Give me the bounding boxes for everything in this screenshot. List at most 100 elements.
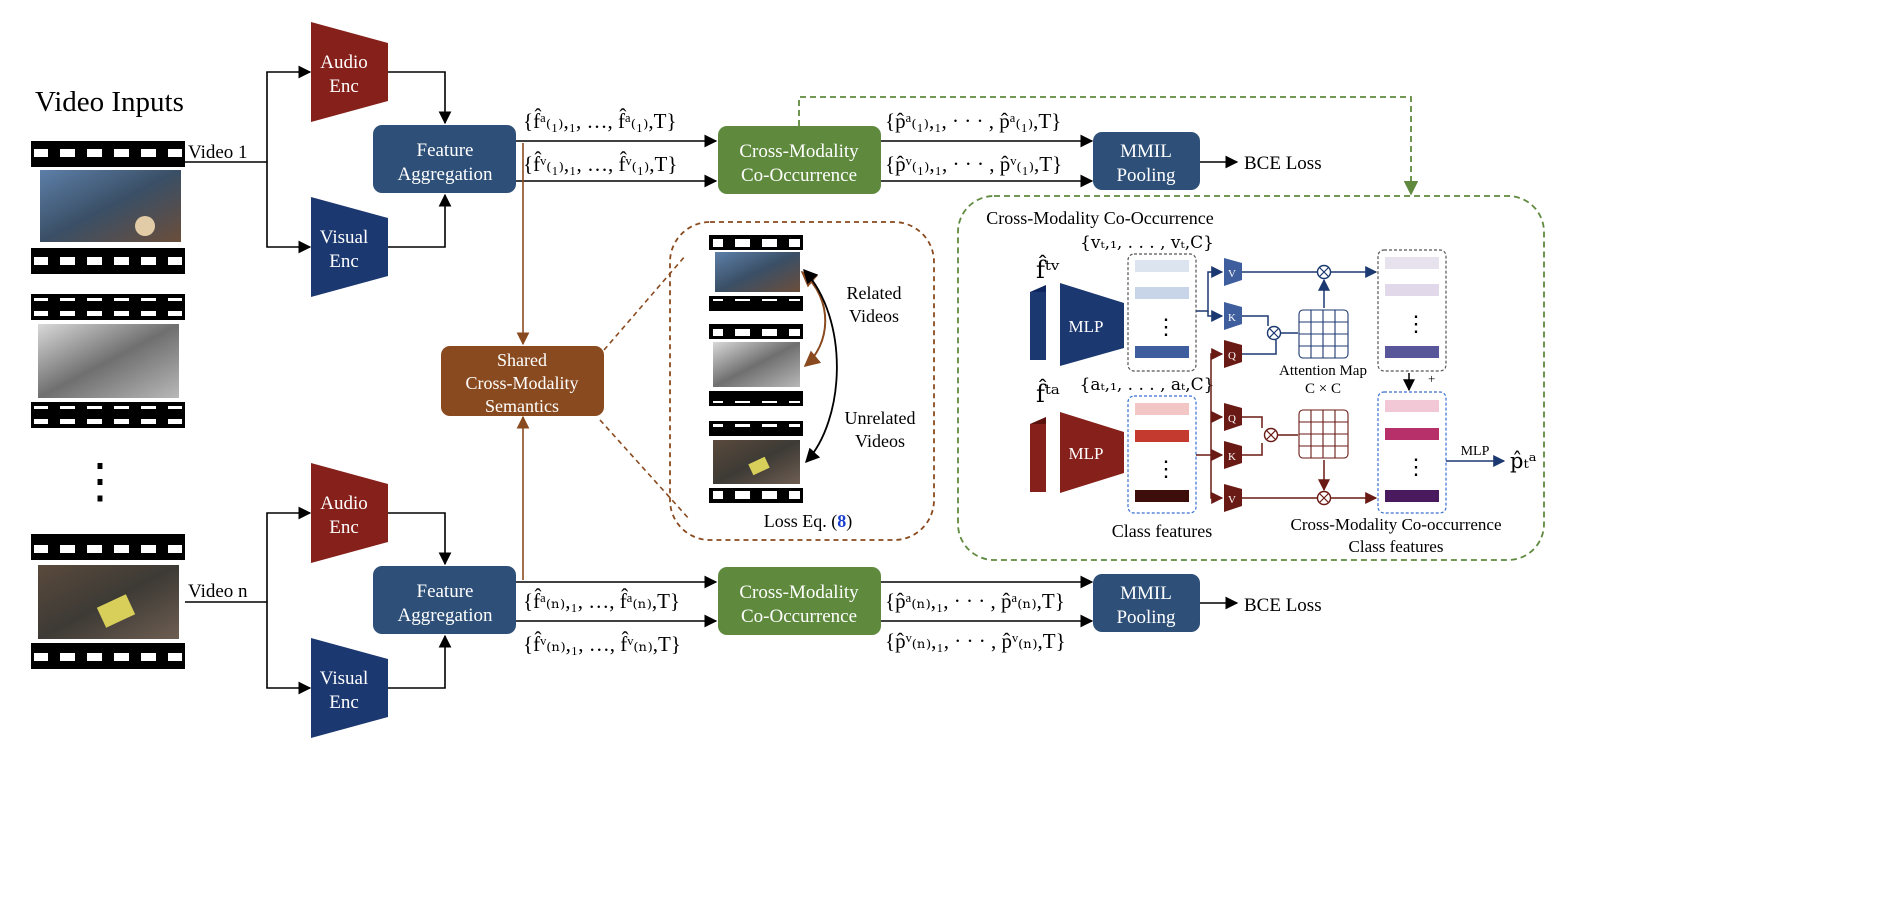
mmil-label-2: Pooling	[1116, 165, 1176, 186]
attention-map-label: Attention Map	[1279, 363, 1367, 379]
visual-attention-connectors	[1196, 266, 1415, 392]
shared-label-3: Semantics	[485, 396, 559, 416]
audio-q-label-1: Q	[1228, 350, 1236, 362]
videos-ellipsis: ⋮	[76, 455, 124, 508]
audio-probs-video-n: {p̂ᵃ₍ₙ₎,₁, · · · , p̂ᵃ₍ₙ₎,T}	[885, 589, 1065, 613]
visual-encoder-bottom: Visual Enc	[311, 638, 388, 738]
shared-label-2: Cross-Modality	[465, 373, 578, 393]
video-1-frame	[40, 170, 181, 242]
cross-modality-label-2: Co-Occurrence	[741, 606, 857, 627]
cooccurrence-class-features-label-1: Cross-Modality Co-occurrence	[1290, 515, 1501, 534]
unrelated-video-strip	[709, 421, 803, 503]
related-label-1: Related	[847, 283, 902, 303]
audio-q-label-2: Q	[1228, 413, 1236, 425]
aggregation-to-cooccurrence-arrows	[516, 134, 1239, 628]
visual-mlp-branch: MLP	[1030, 283, 1124, 366]
visual-class-feature-bars	[1135, 260, 1189, 358]
detail-callout-line	[798, 96, 1419, 196]
visual-enc-label-1: Visual	[320, 227, 368, 248]
video-2-filmstrip	[31, 294, 185, 428]
output-mlp-label: MLP	[1461, 444, 1490, 459]
visual-class-set: {vₜ,₁, . . . , vₜ,C}	[1080, 233, 1214, 253]
video-n-frame	[38, 565, 179, 639]
contrastive-loss-panel	[669, 221, 935, 541]
top-encoder-connectors	[185, 65, 452, 254]
unrelated-arrow	[803, 268, 838, 464]
audio-mlp-branch: MLP	[1030, 412, 1124, 493]
inputs-title: Video Inputs	[35, 86, 184, 118]
visual-enc-label-2: Enc	[329, 251, 359, 272]
audio-encoder-top: Audio Enc	[311, 22, 388, 122]
audio-features-video-n: {f̂ᵃ₍ₙ₎,₁, …, f̂ᵃ₍ₙ₎,T}	[523, 588, 680, 613]
audio-class-feature-bars	[1135, 403, 1189, 502]
audio-attention-map-grid	[1298, 409, 1349, 459]
visual-attention-map-grid	[1298, 309, 1349, 359]
detail-title: Cross-Modality Co-Occurrence	[986, 208, 1213, 228]
cross-modality-box-bottom: Cross-Modality Co-Occurrence	[718, 567, 881, 635]
mmil-label-1: MMIL	[1120, 583, 1172, 604]
mmil-label-2: Pooling	[1116, 607, 1176, 628]
video-1-label: Video 1	[188, 142, 248, 163]
related-label-2: Videos	[849, 306, 899, 326]
audio-enc-label-2: Enc	[329, 517, 359, 538]
visual-encoder-top: Visual Enc	[311, 197, 388, 297]
related-video-2-strip	[709, 324, 803, 406]
related-arrow	[800, 270, 827, 368]
cooccurrence-output-feature-bars	[1385, 400, 1439, 502]
cooccurrence-class-features-label-2: Class features	[1349, 537, 1444, 556]
feature-aggregation-top: Feature Aggregation	[373, 125, 516, 193]
visual-k-label: K	[1228, 312, 1236, 324]
feature-aggregation-bottom: Feature Aggregation	[373, 566, 516, 634]
class-features-label: Class features	[1112, 521, 1212, 541]
visual-vk-projections: V K	[1224, 258, 1242, 330]
visual-output-features-box	[1377, 249, 1447, 372]
unrelated-label-2: Videos	[855, 431, 905, 451]
visual-class-features-box	[1127, 253, 1197, 372]
audio-features-ellipsis: ⋮	[1155, 456, 1177, 481]
residual-plus: +	[1428, 371, 1435, 386]
audio-class-set: {aₜ,₁, . . . , aₜ,C}	[1080, 375, 1215, 395]
visual-enc-label-1: Visual	[320, 668, 368, 689]
related-video-1-strip	[709, 235, 803, 311]
audio-attention-connectors	[1196, 348, 1378, 504]
visual-output-ellipsis: ⋮	[1405, 311, 1427, 336]
audio-enc-label-1: Audio	[320, 493, 368, 514]
cooccurrence-detail-panel	[957, 195, 1545, 561]
shared-semantics-box: Shared Cross-Modality Semantics	[441, 346, 604, 416]
cooccurrence-output-ellipsis: ⋮	[1405, 454, 1427, 479]
shared-label-1: Shared	[497, 350, 547, 370]
visual-v-label: V	[1228, 268, 1236, 280]
audio-features-video-1: {f̂ᵃ₍₁₎,₁, …, f̂ᵃ₍₁₎,T}	[523, 108, 677, 133]
feature-aggregation-label-1: Feature	[417, 140, 474, 161]
visual-features-video-1: {f̂ᵛ₍₁₎,₁, …, f̂ᵛ₍₁₎,T}	[523, 151, 677, 176]
audio-probs-video-1: {p̂ᵃ₍₁₎,₁, · · · , p̂ᵃ₍₁₎,T}	[885, 109, 1061, 133]
audio-encoder-bottom: Audio Enc	[311, 463, 388, 563]
cross-modality-label-1: Cross-Modality	[739, 582, 859, 603]
visual-features-video-n: {f̂ᵛ₍ₙ₎,₁, …, f̂ᵛ₍ₙ₎,T}	[523, 631, 681, 656]
mmil-label-1: MMIL	[1120, 141, 1172, 162]
zoom-lines	[599, 254, 691, 521]
cooccurrence-output-features-box	[1377, 391, 1447, 514]
visual-output-feature-bars	[1385, 257, 1439, 358]
audio-v-label: V	[1228, 494, 1236, 506]
output-probability-symbol: p̂ₜᵃ	[1510, 449, 1537, 473]
bce-loss-bottom: BCE Loss	[1244, 595, 1322, 616]
unrelated-label-1: Unrelated	[845, 408, 916, 428]
video-n-filmstrip	[31, 534, 185, 669]
bottom-encoder-connectors	[185, 506, 452, 695]
loss-eq-link[interactable]: 8	[837, 511, 846, 531]
mmil-pooling-top: MMIL Pooling	[1093, 132, 1200, 190]
visual-probs-video-n: {p̂ᵛ₍ₙ₎,₁, · · · , p̂ᵛ₍ₙ₎,T}	[885, 629, 1066, 653]
visual-mlp-label: MLP	[1069, 317, 1104, 336]
audio-mlp-label: MLP	[1069, 444, 1104, 463]
visual-probs-video-1: {p̂ᵛ₍₁₎,₁, · · · , p̂ᵛ₍₁₎,T}	[885, 152, 1062, 176]
video-n-label: Video n	[188, 581, 248, 602]
feature-aggregation-label-2: Aggregation	[398, 164, 493, 185]
audio-qkv-projections: Q Q K V	[1224, 340, 1242, 512]
cross-modality-box-top: Cross-Modality Co-Occurrence	[718, 126, 881, 194]
attention-map-size: C × C	[1305, 381, 1341, 397]
video-2-frame	[38, 324, 179, 398]
audio-feature-symbol: f̂ᵗᵃ	[1036, 379, 1060, 408]
video-1-filmstrip	[31, 141, 185, 274]
loss-eq-label: Loss Eq. (8)	[764, 511, 853, 532]
